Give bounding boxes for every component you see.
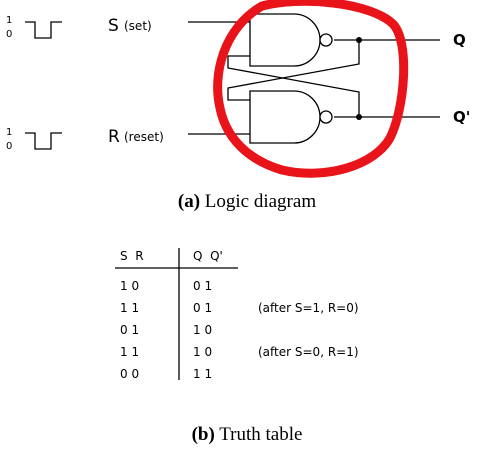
r-pulse-waveform-icon (25, 132, 62, 150)
s-pulse-low-label: 0 (6, 29, 12, 40)
diagram-caption: (a) Logic diagram (178, 191, 316, 212)
s-input-tag: (set) (124, 19, 152, 33)
top-nand-inverter-bubble (319, 33, 333, 47)
bottom-nand-body (249, 90, 321, 144)
diagram-caption-text: Logic diagram (200, 191, 316, 212)
q-bar-junction-dot (356, 114, 362, 120)
q-junction-dot (356, 37, 362, 43)
top-nand-body (249, 13, 321, 67)
r-pulse-high-label: 1 (6, 127, 12, 138)
truth-table-cell-qq: 1 0 (193, 345, 212, 359)
truth-table-rows: 1 0 0 1 1 1 0 1 (after S=1, R=0) 0 1 1 0 1 1 1 0… (120, 279, 359, 381)
truth-table-cell-qq: 1 1 (193, 367, 212, 381)
diagram-caption-label: (a) (178, 191, 200, 212)
q-bar-feedback-wire (227, 55, 360, 117)
truth-table-note: (after S=0, R=1) (258, 345, 359, 359)
truth-table-cell-qq: 0 1 (193, 301, 212, 315)
table-caption-text: Truth table (215, 424, 303, 445)
circuit-wires (188, 21, 440, 135)
truth-table-cell-sr: 0 0 (120, 367, 139, 381)
q-bar-output-label: Q' (453, 108, 470, 126)
table-caption: (b) Truth table (192, 424, 303, 445)
r-input-letter: R (108, 127, 120, 147)
truth-table-cell-sr: 0 1 (120, 323, 139, 337)
truth-table-cell-sr: 1 1 (120, 345, 139, 359)
truth-table-cell-qq: 1 0 (193, 323, 212, 337)
r-pulse-symbol: 1 0 (6, 127, 62, 152)
s-pulse-symbol: 1 0 (6, 15, 62, 40)
truth-table-header-sr: S R (120, 249, 144, 263)
truth-table-cell-qq: 0 1 (193, 279, 212, 293)
q-output-label: Q (453, 31, 466, 49)
table-caption-label: (b) (192, 424, 215, 445)
truth-table-header-qq: Q Q' (193, 249, 223, 263)
truth-table-cell-sr: 1 0 (120, 279, 139, 293)
s-input-letter: S (108, 16, 119, 36)
truth-table: S R Q Q' 1 0 0 1 1 1 0 1 (after S=1, R=0) 0 1… (115, 248, 359, 381)
r-pulse-low-label: 0 (6, 141, 12, 152)
bottom-nand-gate (249, 90, 333, 144)
truth-table-cell-sr: 1 1 (120, 301, 139, 315)
truth-table-note: (after S=1, R=0) (258, 301, 359, 315)
bottom-nand-inverter-bubble (319, 110, 333, 124)
s-pulse-waveform-icon (25, 21, 62, 39)
s-pulse-high-label: 1 (6, 15, 12, 26)
r-input-tag: (reset) (124, 130, 164, 144)
q-feedback-wire (227, 40, 360, 101)
red-annotation-circle (213, 0, 409, 178)
top-nand-gate (249, 13, 333, 67)
